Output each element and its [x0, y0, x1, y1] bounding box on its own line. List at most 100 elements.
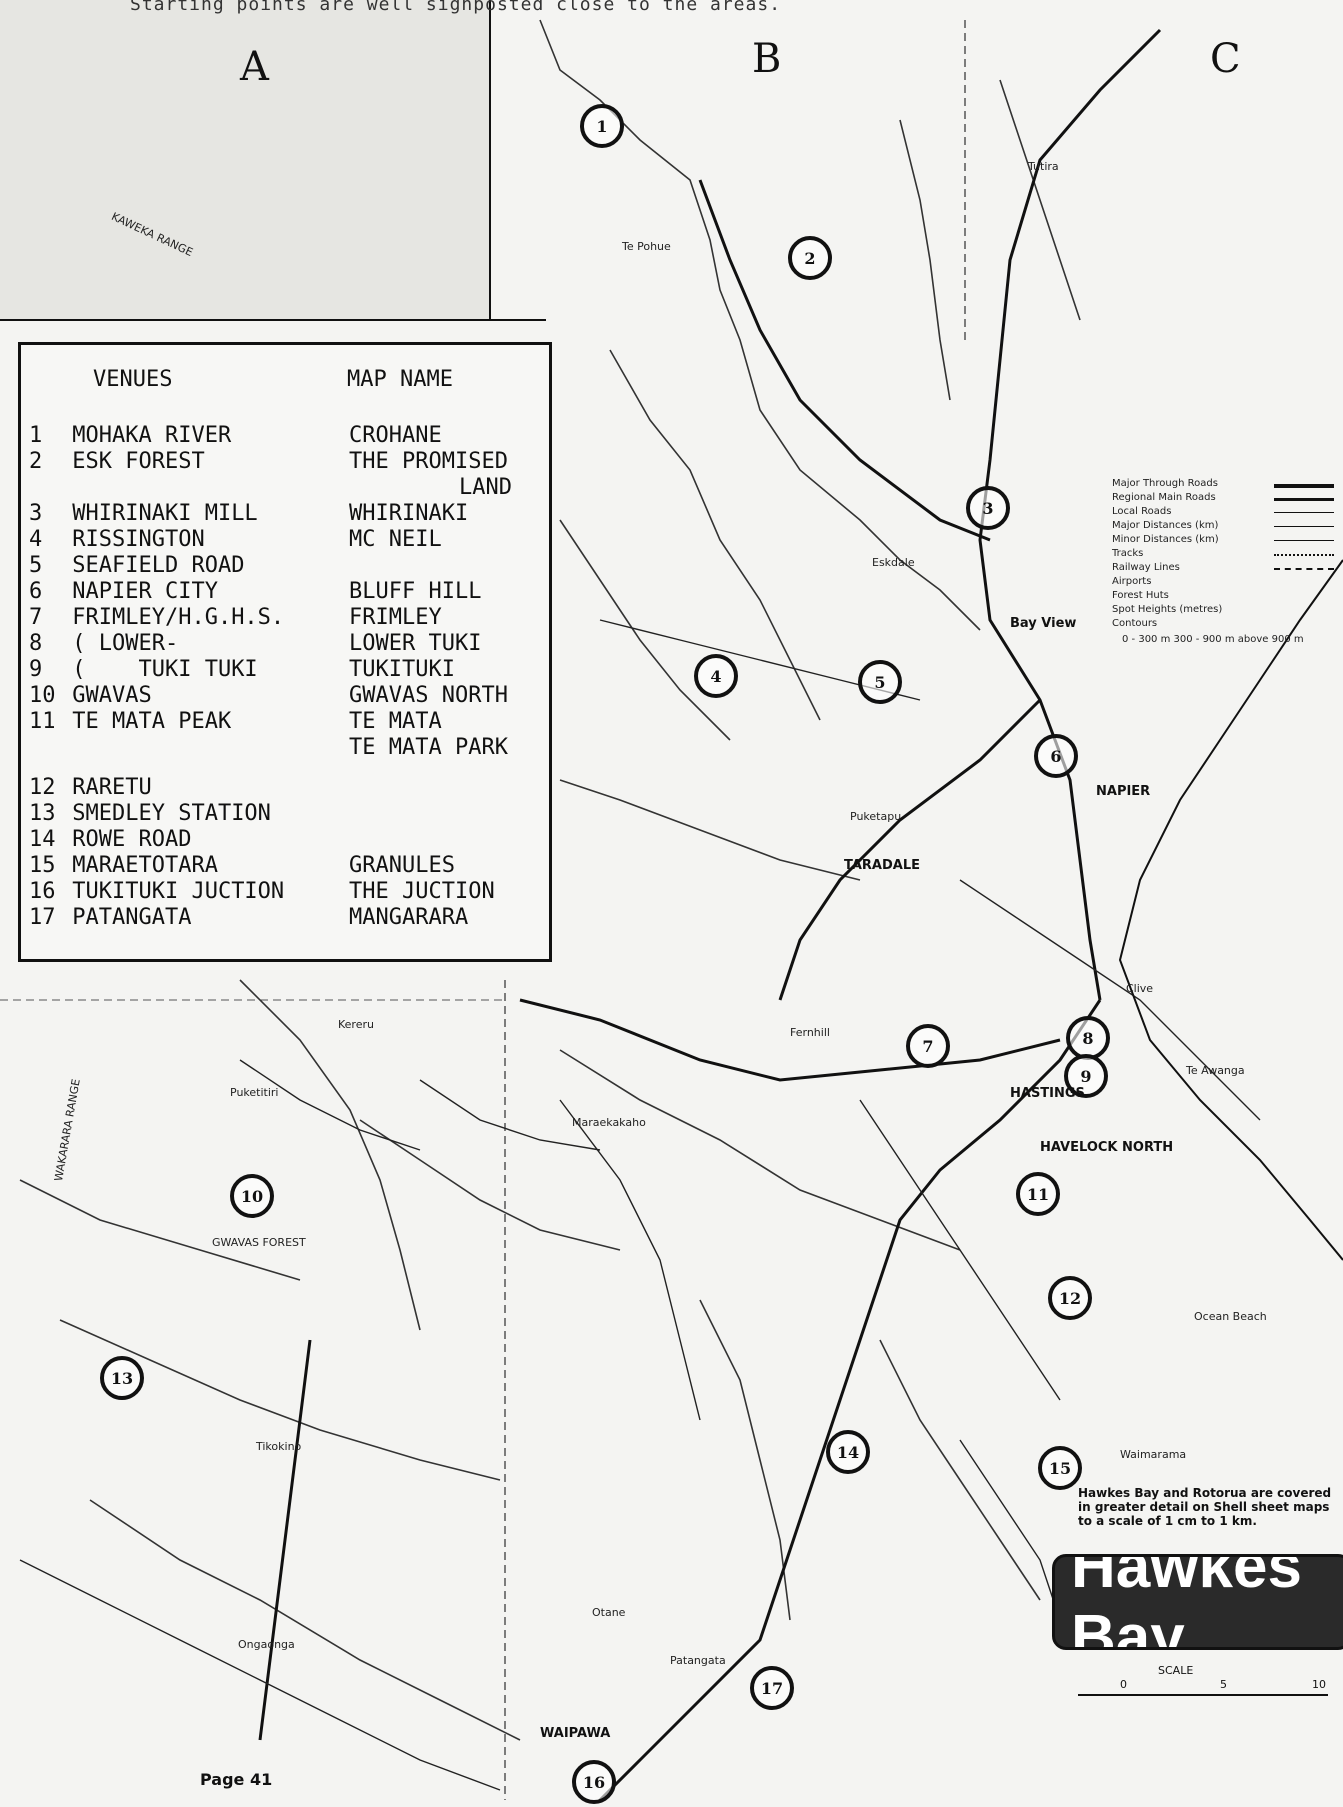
place-tutira: Tutira: [1028, 160, 1059, 173]
coastline: [1118, 559, 1343, 1261]
key-item: Airports: [1112, 576, 1152, 587]
place-kereru: Kereru: [338, 1018, 374, 1031]
place-te-awanga: Te Awanga: [1186, 1064, 1245, 1077]
venue-marker[interactable]: 14: [826, 1430, 870, 1474]
legend-row: 14 ROWE ROAD: [29, 827, 192, 852]
legend-map: THE PROMISED: [349, 449, 508, 474]
sector-c-label: C: [1210, 36, 1241, 82]
key-item: Minor Distances (km): [1112, 534, 1219, 545]
legend-row: 6 NAPIER CITY: [29, 579, 218, 604]
venue-marker[interactable]: 13: [100, 1356, 144, 1400]
place-taradale: TARADALE: [844, 858, 921, 873]
legend-row: 5 SEAFIELD ROAD: [29, 553, 245, 578]
legend-map: MANGARARA: [349, 905, 469, 930]
place-ongaonga: Ongaonga: [238, 1638, 295, 1651]
venue-marker[interactable]: 17: [750, 1666, 794, 1710]
legend-map: GRANULES: [349, 853, 455, 878]
venue-marker[interactable]: 9: [1064, 1054, 1108, 1098]
venues-header: VENUES: [93, 367, 173, 392]
legend-row: 10 GWAVAS: [29, 683, 152, 708]
venues-legend: VENUES MAP NAME 1 MOHAKA RIVER CROHANE 2…: [18, 342, 552, 962]
key-item: Tracks: [1112, 548, 1144, 559]
legend-row: 16 TUKITUKI JUCTION: [29, 879, 285, 904]
legend-row: 9 ( TUKI TUKI: [29, 657, 258, 682]
scale-bar: [1078, 1694, 1328, 1696]
legend-map: CROHANE: [349, 423, 442, 448]
key-item: Local Roads: [1112, 506, 1172, 517]
legend-map: THE JUCTION: [349, 879, 495, 904]
legend-map: FRIMLEY: [349, 605, 442, 630]
place-tikokino: Tikokino: [256, 1440, 302, 1453]
legend-map: LAND: [459, 475, 512, 500]
legend-map: GWAVAS NORTH: [349, 683, 508, 708]
key-item: Major Through Roads: [1112, 478, 1218, 489]
place-gwavas-forest: GWAVAS FOREST: [212, 1236, 306, 1249]
legend-row: 1 MOHAKA RIVER: [29, 423, 232, 448]
key-item: Railway Lines: [1112, 562, 1180, 573]
legend-row: 7 FRIMLEY/H.G.H.S.: [29, 605, 285, 630]
venue-marker[interactable]: 1: [580, 104, 624, 148]
legend-map: MC NEIL: [349, 527, 442, 552]
scale-tick: 5: [1220, 1678, 1227, 1691]
page-reference: Page 41: [200, 1770, 273, 1789]
header-text: Starting points are well signposted clos…: [130, 0, 782, 15]
key-item: Major Distances (km): [1112, 520, 1219, 531]
map-key: Major Through Roads Regional Main Roads …: [1112, 478, 1340, 698]
detail-note: Hawkes Bay and Rotorua are covered in gr…: [1078, 1486, 1332, 1528]
legend-map: WHIRINAKI: [349, 501, 469, 526]
key-item: Forest Huts: [1112, 590, 1169, 601]
place-hastings: HASTINGS: [1010, 1086, 1085, 1101]
map-scale: SCALE 0 5 10: [1068, 1664, 1338, 1744]
legend-map: BLUFF HILL: [349, 579, 482, 604]
venue-marker[interactable]: 16: [572, 1760, 616, 1804]
place-puketitiri: Puketitiri: [230, 1086, 279, 1099]
legend-row: 8 ( LOWER-: [29, 631, 179, 656]
venue-marker[interactable]: 4: [694, 654, 738, 698]
place-clive: Clive: [1126, 982, 1154, 995]
venue-marker[interactable]: 6: [1034, 734, 1078, 778]
brand-banner: Hawkes Bay: [1052, 1554, 1343, 1650]
place-patangata: Patangata: [670, 1654, 726, 1667]
venue-marker[interactable]: 11: [1016, 1172, 1060, 1216]
place-maraekakaho: Maraekakaho: [572, 1116, 646, 1129]
place-otane: Otane: [592, 1606, 626, 1619]
place-ocean-beach: Ocean Beach: [1194, 1310, 1267, 1323]
venue-marker[interactable]: 3: [966, 486, 1010, 530]
venue-marker[interactable]: 15: [1038, 1446, 1082, 1490]
sector-b-label: B: [752, 36, 782, 82]
legend-row: 4 RISSINGTON: [29, 527, 205, 552]
legend-map: LOWER TUKI: [349, 631, 482, 656]
legend-row: 15 MARAETOTARA: [29, 853, 218, 878]
place-te-pohue: Te Pohue: [622, 240, 671, 253]
place-waimarama: Waimarama: [1120, 1448, 1187, 1461]
legend-row: 17 PATANGATA: [29, 905, 192, 930]
rivers: [19, 19, 1081, 1741]
key-item: Regional Main Roads: [1112, 492, 1216, 503]
venue-marker[interactable]: 7: [906, 1024, 950, 1068]
key-item: Contours: [1112, 618, 1158, 629]
legend-map: TE MATA PARK: [349, 735, 508, 760]
sector-a-label: A: [240, 44, 269, 90]
scale-label: SCALE: [1158, 1664, 1194, 1677]
scale-tick: 0: [1120, 1678, 1127, 1691]
roads: [258, 28, 1162, 1802]
key-contours: 0 - 300 m 300 - 900 m above 900 m: [1122, 634, 1304, 645]
scale-tick: 10: [1312, 1678, 1326, 1691]
place-havelock-north: HAVELOCK NORTH: [1040, 1140, 1174, 1155]
legend-row: 3 WHIRINAKI MILL: [29, 501, 258, 526]
local-roads: [19, 619, 1261, 1791]
place-waipawa: WAIPAWA: [540, 1726, 611, 1741]
venue-marker[interactable]: 5: [858, 660, 902, 704]
venue-marker[interactable]: 10: [230, 1174, 274, 1218]
legend-row: 2 ESK FOREST: [29, 449, 205, 474]
legend-map: TE MATA: [349, 709, 442, 734]
place-fernhill: Fernhill: [790, 1026, 830, 1039]
legend-row: 13 SMEDLEY STATION: [29, 801, 271, 826]
legend-row: 11 TE MATA PEAK: [29, 709, 232, 734]
legend-map: TUKITUKI: [349, 657, 455, 682]
venue-marker[interactable]: 12: [1048, 1276, 1092, 1320]
mapname-header: MAP NAME: [347, 367, 453, 392]
venue-marker[interactable]: 2: [788, 236, 832, 280]
place-eskdale: Eskdale: [872, 556, 915, 569]
